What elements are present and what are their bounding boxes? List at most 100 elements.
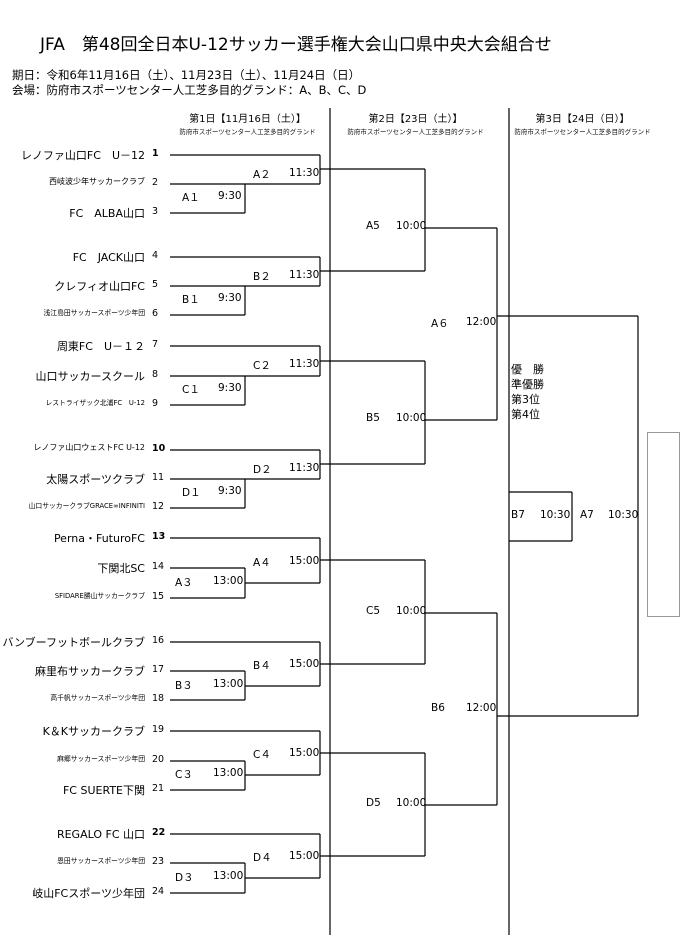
match-time: 9:30 (218, 190, 242, 202)
match-id: C5 (366, 605, 381, 617)
match-time: 13:00 (213, 870, 244, 882)
round-1-venue: 防府市スポーツセンター人工芝多目的グランド (179, 128, 316, 136)
match-id: C１ (182, 384, 200, 396)
match-id: A３ (175, 577, 193, 589)
team-number: 24 (152, 886, 165, 897)
team-number: 14 (152, 561, 165, 572)
result-champion: 優 勝 (511, 363, 544, 376)
match-time: 11:30 (289, 461, 320, 474)
team-name: REGALO FC 山口 (56, 828, 145, 841)
team-number: 13 (152, 531, 166, 542)
result-third: 第3位 (511, 393, 540, 406)
match-time: 9:30 (218, 485, 242, 497)
match-id: D１ (182, 487, 201, 499)
team-number: 22 (152, 827, 166, 838)
event-venue: 会場：防府市スポーツセンター人工芝多目的グランド：A、B、C、D (12, 83, 367, 97)
team-number: 3 (152, 206, 159, 217)
team-name: 麻里布サッカークラブ (35, 665, 145, 678)
team-name: 麻郷サッカースポーツ少年団 (57, 755, 145, 763)
match-id: B２ (253, 270, 271, 283)
match-time: 11:30 (289, 166, 320, 179)
match-time: 15:00 (289, 554, 320, 567)
team-number: 1 (152, 148, 159, 159)
team-name: レストライザック北浦FC U-12 (45, 399, 146, 407)
team-number: 18 (152, 693, 165, 704)
match-id: B6 (431, 702, 445, 714)
round-3-venue: 防府市スポーツセンター人工芝多目的グランド (514, 128, 651, 136)
match-id: A7 (580, 509, 594, 521)
team-number: 5 (152, 279, 159, 290)
match-id: A１ (182, 192, 200, 204)
match-time: 9:30 (218, 382, 242, 394)
match-time: 11:30 (289, 358, 320, 370)
match-id: D３ (175, 872, 194, 884)
match-id: B１ (182, 294, 200, 306)
team-number: 16 (152, 635, 165, 646)
page-title: JFA 第48回全日本U-12サッカー選手権大会山口県中央大会組合せ (40, 35, 552, 55)
team-number: 7 (152, 339, 159, 350)
round-3-header: 第3日【24日（日）】 (535, 114, 630, 125)
match-id: B３ (175, 680, 193, 692)
match-time: 13:00 (213, 575, 244, 587)
team-number: 11 (152, 472, 165, 483)
team-name: 山口サッカースクール (35, 370, 145, 383)
match-time: 10:00 (396, 797, 427, 809)
match-id: B5 (366, 412, 380, 424)
team-number: 12 (152, 501, 165, 512)
team-name: 岐山FCスポーツ少年団 (32, 887, 145, 900)
team-name: FC JACK山口 (72, 251, 145, 264)
match-time: 10:00 (396, 605, 427, 617)
team-name: レノファ山口ウェストFC U-12 (33, 443, 145, 452)
match-time: 10:30 (608, 509, 639, 521)
team-name: 西岐波少年サッカークラブ (49, 177, 145, 186)
result-fourth: 第4位 (511, 408, 540, 421)
match-id: D４ (253, 852, 272, 864)
match-id: A４ (253, 556, 271, 569)
team-number: 10 (152, 443, 166, 454)
team-name: クレフィオ山口FC (54, 280, 145, 293)
team-name: バンブーフットボールクラブ (2, 636, 145, 649)
match-id: A5 (366, 220, 380, 232)
team-number: 15 (152, 591, 165, 602)
match-id: D２ (253, 463, 272, 476)
team-name: 太陽スポーツクラブ (46, 473, 145, 486)
team-name: レノファ山口FC U－12 (20, 149, 145, 162)
team-name: Perna・FuturoFC (53, 532, 145, 545)
team-number: 23 (152, 856, 165, 867)
team-name: 高千帆サッカースポーツ少年団 (50, 694, 145, 702)
match-id: C２ (253, 360, 271, 372)
match-id: B7 (511, 509, 525, 521)
team-number: 21 (152, 783, 165, 794)
result-runner-up: 準優勝 (511, 378, 544, 391)
match-id: D5 (366, 797, 381, 809)
match-time: 10:30 (540, 509, 571, 521)
round-2-venue: 防府市スポーツセンター人工芝多目的グランド (347, 128, 484, 136)
team-name: 浅江島田サッカースポーツ少年団 (43, 309, 145, 317)
team-name: 山口サッカークラブGRACE∞INFINITI (28, 502, 145, 510)
match-id: B４ (253, 660, 271, 672)
team-name: SFIDARE勝山サッカークラブ (54, 592, 145, 600)
match-time: 15:00 (289, 658, 320, 670)
team-name: K＆Kサッカークラブ (42, 725, 145, 738)
team-number: 19 (152, 724, 165, 735)
match-time: 12:00 (466, 316, 497, 328)
team-number: 17 (152, 664, 165, 675)
match-time: 12:00 (466, 702, 497, 714)
round-1-header: 第1日【11月16日（土）】 (189, 114, 306, 125)
match-id: C４ (253, 749, 271, 761)
match-time: 10:00 (396, 220, 427, 232)
team-name: 周東FC U－１２ (56, 340, 145, 353)
team-name: FC SUERTE下関 (62, 784, 145, 797)
match-time: 9:30 (218, 292, 242, 304)
team-number: 4 (152, 250, 159, 261)
team-number: 6 (152, 308, 159, 319)
team-number: 9 (152, 398, 159, 409)
match-id: A２ (253, 168, 271, 181)
team-number: 8 (152, 369, 159, 380)
match-time: 10:00 (396, 412, 427, 424)
team-number: 20 (152, 754, 165, 765)
match-id: A６ (431, 318, 449, 330)
match-time: 13:00 (213, 767, 244, 779)
event-dates: 期日：令和6年11月16日（土）、11月23日（土）、11月24日（日） (12, 68, 361, 82)
